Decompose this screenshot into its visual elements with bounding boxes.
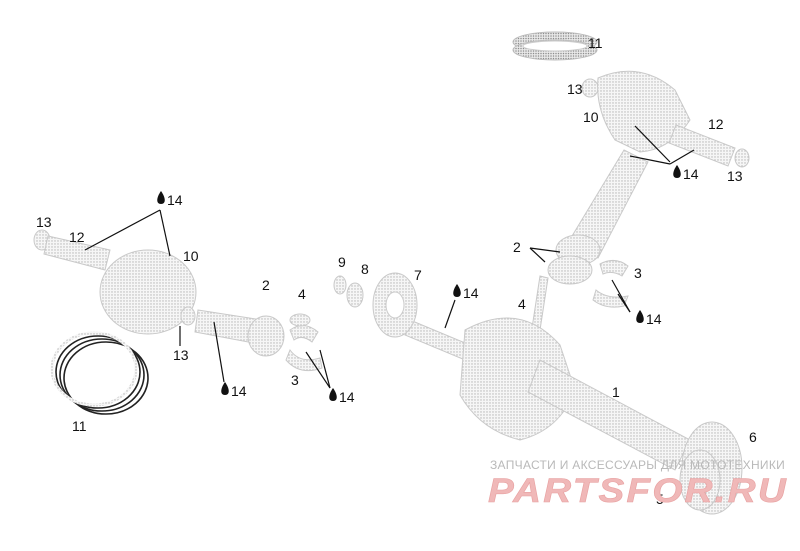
callout-c11b: 11: [72, 418, 87, 434]
callout-c14f: 14: [329, 388, 355, 405]
callout-number: 3: [634, 265, 642, 281]
callout-number: 11: [588, 35, 603, 51]
callout-number: 10: [183, 248, 199, 264]
callout-c14a: 14: [673, 165, 699, 182]
piston-ring-set-right: [512, 31, 598, 61]
callout-number: 13: [727, 168, 743, 184]
callout-number: 7: [414, 267, 422, 283]
callout-number: 2: [262, 277, 270, 293]
callout-number: 1: [612, 384, 620, 400]
callout-c13c: 13: [36, 214, 52, 230]
oil-drop-icon: [673, 165, 681, 178]
piston-pin-left: [33, 229, 111, 271]
callout-number: 11: [72, 418, 87, 434]
callout-c14d: 14: [636, 310, 662, 327]
oil-drop-icon: [157, 191, 165, 204]
callout-c14b: 14: [157, 191, 183, 208]
callout-c9: 9: [338, 254, 346, 270]
callout-c3b: 3: [291, 372, 299, 388]
callout-c14e: 14: [221, 382, 247, 399]
callout-number: 13: [173, 347, 189, 363]
piston-pin-right: [668, 124, 750, 168]
callout-number: 14: [646, 311, 662, 327]
watermark-logo: PARTSFOR.RU: [488, 472, 788, 510]
oil-drop-icon: [636, 310, 644, 323]
callout-number: 2: [513, 239, 521, 255]
callout-c6: 6: [749, 429, 757, 445]
callout-c13a: 13: [567, 81, 583, 97]
callout-number: 10: [583, 109, 599, 125]
oil-drop-icon: [221, 382, 229, 395]
callout-number: 6: [749, 429, 757, 445]
rod-bearing-left: [285, 313, 323, 372]
callout-number: 13: [567, 81, 583, 97]
callout-number: 14: [339, 389, 355, 405]
callout-c2a: 2: [513, 239, 521, 255]
callout-number: 14: [231, 383, 247, 399]
leader-lines: [84, 125, 695, 389]
watermark: ЗАПЧАСТИ И АКСЕССУАРЫ ДЛЯ МОТОТЕХНИКИ PA…: [488, 458, 788, 510]
callout-c4b: 4: [518, 296, 526, 312]
callout-c1: 1: [612, 384, 620, 400]
callout-c4a: 4: [298, 286, 306, 302]
callout-number: 14: [463, 285, 479, 301]
callout-number: 4: [518, 296, 526, 312]
callout-number: 3: [291, 372, 299, 388]
callout-c10b: 10: [183, 248, 199, 264]
callout-number: 4: [298, 286, 306, 302]
callout-c7: 7: [414, 267, 422, 283]
callout-c14c: 14: [453, 284, 479, 301]
callout-c13b: 13: [727, 168, 743, 184]
callout-number: 12: [69, 229, 85, 245]
piston-ring-set-left: [50, 331, 149, 415]
callout-c10a: 10: [583, 109, 599, 125]
rod-bolt-right: [531, 275, 549, 331]
callout-number: 14: [167, 192, 183, 208]
callout-c3a: 3: [634, 265, 642, 281]
oil-drop-icon: [453, 284, 461, 297]
callout-number: 8: [361, 261, 369, 277]
callout-c12b: 12: [69, 229, 85, 245]
callout-number: 9: [338, 254, 346, 270]
callout-number: 12: [708, 116, 724, 132]
connecting-rod-left: [194, 309, 285, 357]
piston-pin-clip-right-top: [581, 78, 599, 98]
callout-c2b: 2: [262, 277, 270, 293]
connecting-rod-right: [547, 149, 649, 285]
oil-drop-icon: [329, 388, 337, 401]
clip-9: [333, 275, 347, 295]
callout-number: 5: [656, 491, 664, 507]
callout-c13d: 13: [173, 347, 189, 363]
callout-number: 14: [683, 166, 699, 182]
callout-c11a: 11: [588, 35, 603, 51]
washer-8: [346, 282, 364, 308]
callout-c8: 8: [361, 261, 369, 277]
piston-pin-clip-left: [180, 306, 196, 326]
rod-bearing-right: [592, 260, 629, 308]
callout-number: 13: [36, 214, 52, 230]
callout-c12a: 12: [708, 116, 724, 132]
callout-c5: 5: [656, 491, 664, 507]
crankshaft: [404, 317, 743, 515]
watermark-caption: ЗАПЧАСТИ И АКСЕССУАРЫ ДЛЯ МОТОТЕХНИКИ: [490, 458, 785, 472]
piston-left: [99, 249, 197, 335]
seal-7: [372, 272, 418, 338]
